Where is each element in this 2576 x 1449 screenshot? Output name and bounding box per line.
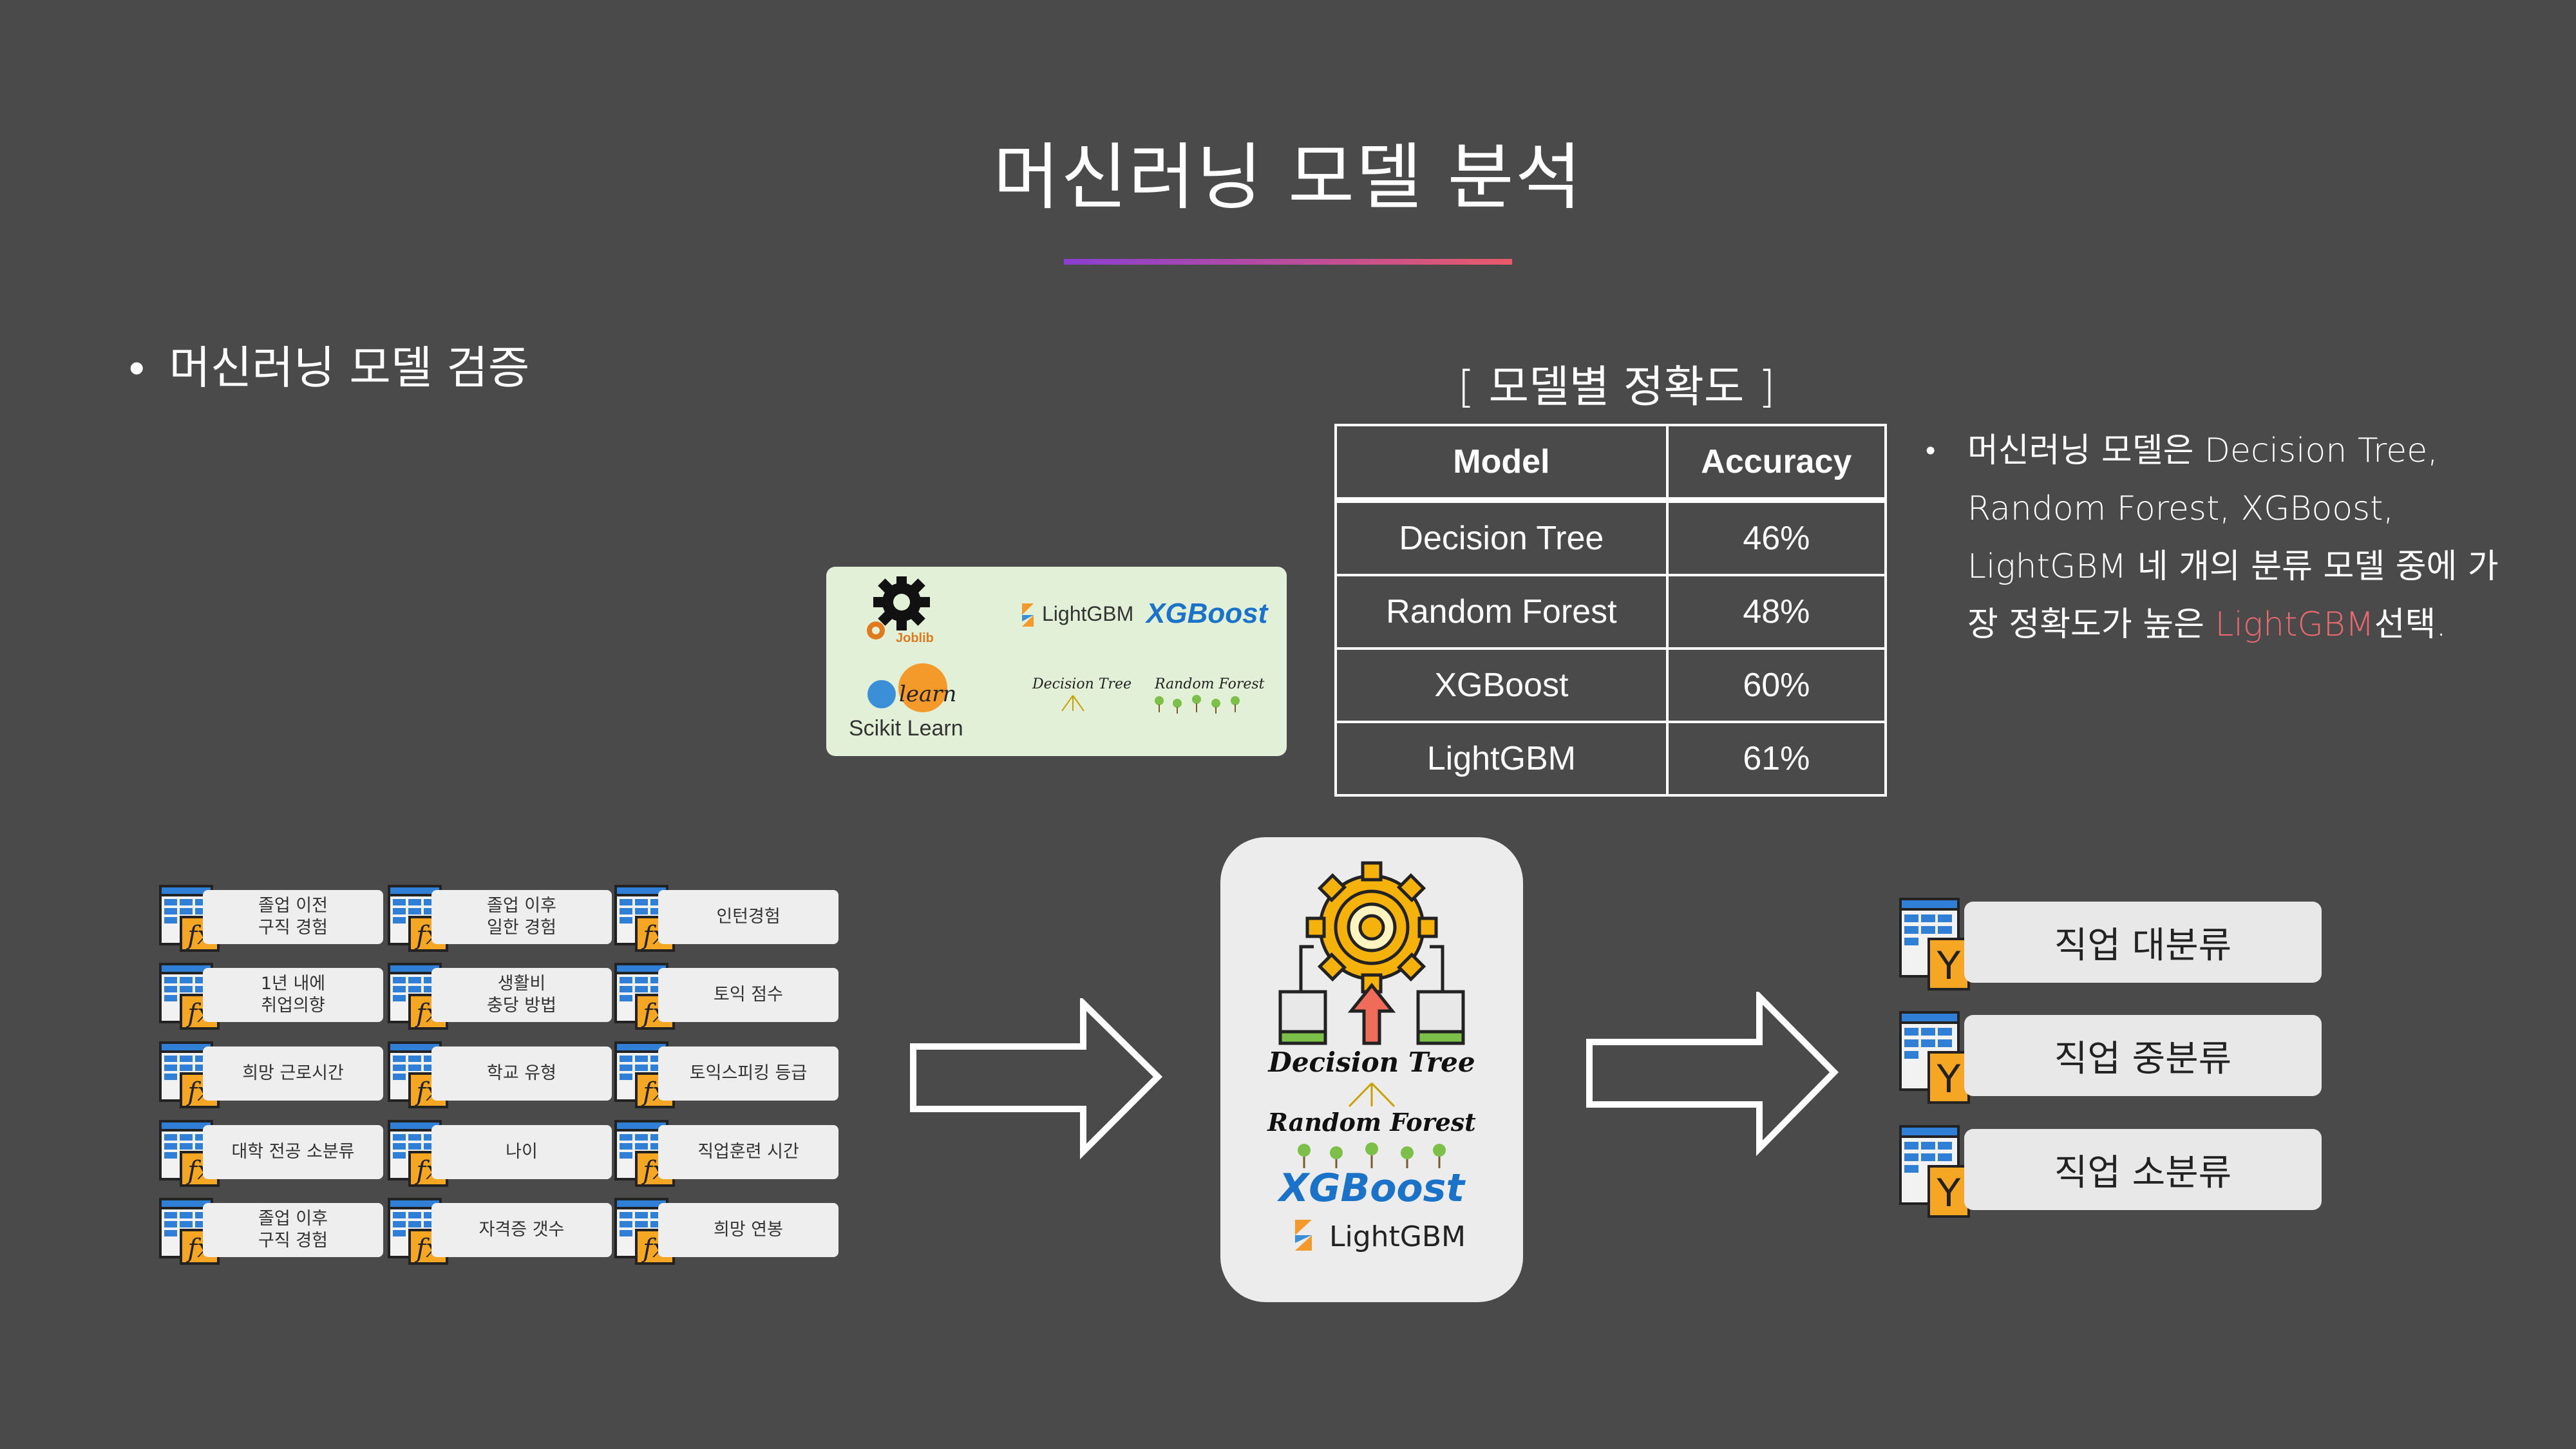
header-accuracy: Accuracy: [1665, 424, 1888, 503]
decision-tree-icon: [1061, 695, 1084, 712]
model-name: Decision Tree: [1334, 498, 1669, 576]
lightgbm-label: LightGBM: [1329, 1220, 1466, 1253]
feature-label: 1년 내에 취업의향: [203, 968, 383, 1022]
note-highlight: LightGBM: [2215, 605, 2374, 644]
target-table-icon: Y: [1899, 1011, 1970, 1104]
sklearn-label: Scikit Learn: [849, 716, 963, 741]
model-accuracy: 48%: [1665, 574, 1888, 650]
lightgbm-label: LightGBM: [1042, 602, 1134, 625]
random-forest-icon: [1298, 1142, 1446, 1168]
xgboost-label: XGBoost: [1146, 598, 1268, 629]
output-label: 직업 중분류: [1964, 1015, 2322, 1096]
table-row: XGBoost 60%: [1334, 647, 1888, 723]
decision-tree-label: Decision Tree: [1032, 676, 1132, 692]
model-accuracy: 60%: [1665, 647, 1888, 723]
lightgbm-icon: [1295, 1220, 1312, 1251]
ml-pipeline-gear-icon: [1278, 861, 1465, 1045]
right-arrow-icon: [910, 998, 1163, 1159]
feature-label: 졸업 이후 일한 경험: [431, 890, 612, 944]
feature-label: 졸업 이후 구직 경험: [203, 1203, 383, 1257]
output-label: 직업 소분류: [1964, 1129, 2322, 1210]
table-row: Decision Tree 46%: [1334, 498, 1888, 576]
feature-label: 인턴경험: [658, 890, 838, 944]
bullet: •: [1926, 434, 1936, 467]
feature-label: 대학 전공 소분류: [203, 1125, 383, 1179]
y-glyph: Y: [1937, 1171, 1961, 1216]
sklearn-learn-label: learn: [899, 681, 957, 707]
random-forest-icon: [1155, 695, 1240, 714]
title-underline: [1064, 259, 1512, 265]
feature-label: 토익 점수: [658, 968, 838, 1022]
section-heading: • 머신러닝 모델 검증: [129, 332, 529, 397]
feature-label: 희망 연봉: [658, 1203, 838, 1257]
target-table-icon: Y: [1899, 1125, 1970, 1218]
table-row: Random Forest 48%: [1334, 574, 1888, 650]
note-text-end: 선택.: [2374, 605, 2447, 644]
feature-label: 토익스피킹 등급: [658, 1046, 838, 1101]
table-caption: [ 모델별 정확도 ]: [1457, 362, 1776, 413]
page-title: 머신러닝 모델 분석: [993, 136, 1583, 220]
sklearn-logo-icon: [867, 663, 947, 712]
right-arrow-icon: [1586, 992, 1839, 1156]
xgboost-label: XGBoost: [1278, 1166, 1465, 1211]
decision-tree-icon: [1348, 1082, 1396, 1108]
model-accuracy: 61%: [1665, 721, 1888, 797]
feature-label: 생활비 충당 방법: [431, 968, 612, 1022]
joblib-label: Joblib: [896, 631, 934, 645]
random-forest-label: Random Forest: [1267, 1108, 1476, 1137]
feature-label: 자격증 갯수: [431, 1203, 612, 1257]
note-text: 머신러닝 모델은 Decision Tree, Random Forest, X…: [1967, 431, 2499, 644]
model-accuracy: 46%: [1665, 498, 1888, 576]
feature-label: 졸업 이전 구직 경험: [203, 890, 383, 944]
table-row: LightGBM 61%: [1334, 721, 1888, 797]
model-name: XGBoost: [1334, 647, 1669, 723]
y-glyph: Y: [1937, 1057, 1961, 1102]
header-model: Model: [1334, 424, 1669, 503]
model-name: Random Forest: [1334, 574, 1669, 650]
output-label: 직업 대분류: [1964, 902, 2322, 983]
models-panel: Decision Tree Random Forest XGBoost Ligh…: [1220, 837, 1523, 1302]
lightgbm-icon: [1022, 603, 1034, 627]
accuracy-table: Model Accuracy Decision Tree 46% Random …: [1334, 424, 1888, 797]
y-glyph: Y: [1937, 943, 1961, 989]
section-label: 머신러닝 모델 검증: [169, 341, 530, 394]
decision-tree-label: Decision Tree: [1268, 1046, 1475, 1078]
feature-label: 희망 근로시간: [203, 1046, 383, 1101]
library-logos-panel: Joblib learn Scikit Learn LightGBM XGBoo…: [826, 567, 1287, 756]
model-name: LightGBM: [1334, 721, 1669, 797]
conclusion-note: • 머신러닝 모델은 Decision Tree, Random Forest,…: [1926, 422, 2505, 654]
feature-label: 직업훈련 시간: [658, 1125, 838, 1179]
bullet: •: [129, 341, 145, 394]
feature-label: 나이: [431, 1125, 612, 1179]
target-table-icon: Y: [1899, 898, 1970, 990]
joblib-gear-icon: [867, 576, 930, 639]
feature-label: 학교 유형: [431, 1046, 612, 1101]
random-forest-label: Random Forest: [1155, 676, 1265, 692]
